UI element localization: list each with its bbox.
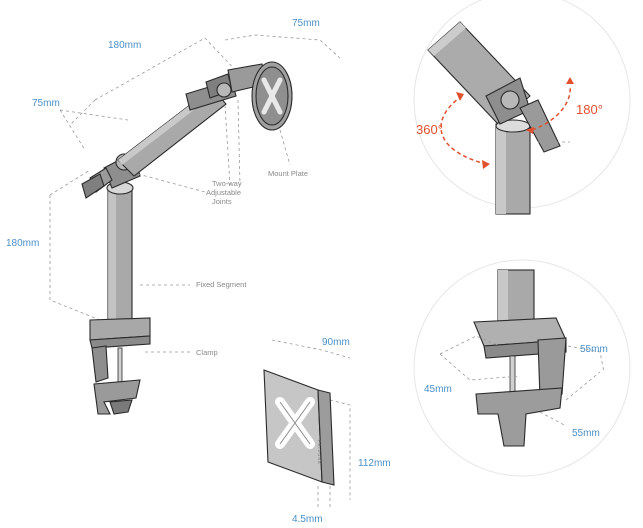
- label-clamp: Clamp: [196, 348, 218, 357]
- label-joints-2: Adjustable: [206, 188, 241, 197]
- square-plate: FRIDUSS: [263, 339, 351, 508]
- rotation-180-label: 180°: [576, 102, 603, 117]
- dim-clamp-depth: 45mm: [424, 384, 452, 395]
- callout-lines: [137, 99, 291, 193]
- main-arm-assembly: [49, 34, 341, 415]
- dim-plate-height: 112mm: [358, 458, 391, 469]
- dim-plate-width: 90mm: [322, 337, 350, 348]
- rotation-360-label: 360°: [416, 122, 443, 137]
- rotation-detail-circle: [413, 0, 631, 215]
- clamp: [89, 317, 151, 415]
- dim-clamp-top: 55mm: [580, 344, 608, 355]
- label-joints-3: Joints: [212, 197, 232, 206]
- dimension-lines: [49, 34, 341, 353]
- dim-joint-offset: 75mm: [32, 98, 60, 109]
- mount-plate-disk: [251, 61, 293, 131]
- label-mount-plate: Mount Plate: [268, 169, 308, 178]
- dim-mount-plate: 75mm: [292, 18, 320, 29]
- label-fixed-segment: Fixed Segment: [196, 280, 247, 289]
- label-joints-1: Two-way: [212, 179, 242, 188]
- dim-plate-thickness: 4.5mm: [292, 514, 323, 525]
- clamp-detail-circle: [413, 259, 631, 477]
- dim-clamp-height: 55mm: [572, 428, 600, 439]
- plate-brand: FRIDUSS: [317, 440, 322, 465]
- dim-fixed-segment: 180mm: [6, 238, 39, 249]
- dim-arm-length: 180mm: [108, 40, 141, 51]
